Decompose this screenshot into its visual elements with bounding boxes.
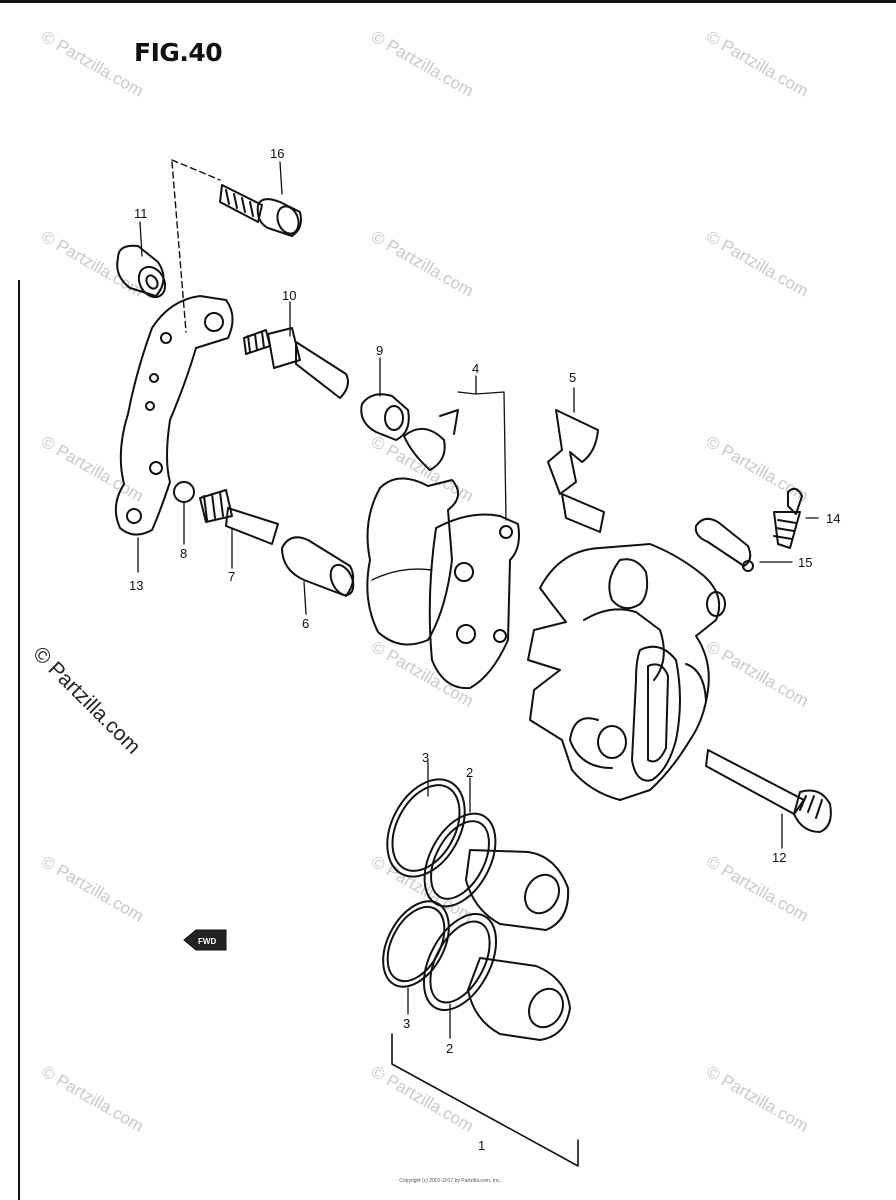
figure-title: FIG.40 bbox=[134, 38, 223, 67]
callout-6: 6 bbox=[302, 616, 309, 631]
watermark: © Partzilla.com bbox=[703, 27, 812, 101]
watermark: © Partzilla.com bbox=[38, 227, 147, 301]
watermark: © Partzilla.com bbox=[703, 432, 812, 506]
watermark-main: © Partzilla.com bbox=[28, 642, 144, 758]
pad-spring-5 bbox=[547, 409, 605, 533]
watermark: © Partzilla.com bbox=[368, 432, 477, 506]
piston-set-lower bbox=[382, 900, 571, 1041]
watermark: © Partzilla.com bbox=[38, 852, 147, 926]
group-bracket-1 bbox=[391, 1033, 579, 1167]
pin-12 bbox=[705, 749, 832, 833]
callout-7: 7 bbox=[228, 569, 235, 584]
callout-3: 3 bbox=[403, 1016, 410, 1031]
top-border bbox=[0, 0, 896, 3]
pin-10 bbox=[243, 327, 349, 399]
callout-8: 8 bbox=[180, 546, 187, 561]
callout-numbers: 16 11 10 9 4 5 14 15 8 7 13 6 3 2 12 3 2… bbox=[129, 146, 840, 1153]
watermark: © Partzilla.com bbox=[368, 637, 477, 711]
callout-10: 10 bbox=[282, 288, 296, 303]
callout-15: 15 bbox=[798, 555, 812, 570]
callout-4: 4 bbox=[472, 361, 479, 376]
callout-13: 13 bbox=[129, 578, 143, 593]
pin-7 bbox=[199, 489, 279, 545]
callout-5: 5 bbox=[569, 370, 576, 385]
callout-2: 2 bbox=[466, 765, 473, 780]
callout-9: 9 bbox=[376, 343, 383, 358]
watermark: © Partzilla.com bbox=[703, 1062, 812, 1136]
cap-15 bbox=[694, 517, 754, 572]
watermark: © Partzilla.com bbox=[703, 227, 812, 301]
callout-14: 14 bbox=[826, 511, 840, 526]
washer-8 bbox=[173, 481, 195, 503]
bracket-13 bbox=[114, 295, 234, 536]
fwd-label: FWD bbox=[198, 937, 216, 946]
watermark: © Partzilla.com bbox=[38, 432, 147, 506]
left-border bbox=[18, 280, 20, 1200]
copyright-footer: Copyright (c) 2001-2017 by Partzilla.com… bbox=[399, 1178, 501, 1184]
watermark: © Partzilla.com bbox=[368, 852, 477, 926]
brake-pads-4 bbox=[366, 409, 520, 690]
watermarks: © Partzilla.com © Partzilla.com © Partzi… bbox=[28, 27, 811, 1136]
forward-direction-arrow: FWD bbox=[183, 929, 227, 951]
watermark: © Partzilla.com bbox=[368, 27, 477, 101]
boot-6 bbox=[281, 536, 355, 597]
callout-1: 1 bbox=[478, 1138, 485, 1153]
caliper-body bbox=[527, 543, 726, 801]
sleeve-11 bbox=[116, 244, 167, 299]
watermark: © Partzilla.com bbox=[38, 27, 147, 101]
bleeder-14 bbox=[773, 487, 803, 549]
callout-11: 11 bbox=[134, 206, 148, 221]
watermark: © Partzilla.com bbox=[368, 227, 477, 301]
leader-lines bbox=[137, 161, 819, 1039]
callout-2: 2 bbox=[446, 1041, 453, 1056]
watermark: © Partzilla.com bbox=[368, 1062, 477, 1136]
callout-12: 12 bbox=[772, 850, 786, 865]
watermark: © Partzilla.com bbox=[38, 1062, 147, 1136]
boot-9 bbox=[360, 393, 410, 441]
callout-3: 3 bbox=[422, 750, 429, 765]
watermark: © Partzilla.com bbox=[703, 852, 812, 926]
piston-set-upper bbox=[386, 778, 570, 931]
bolt-16 bbox=[219, 184, 302, 237]
watermark: © Partzilla.com bbox=[703, 637, 812, 711]
callout-16: 16 bbox=[270, 146, 284, 161]
